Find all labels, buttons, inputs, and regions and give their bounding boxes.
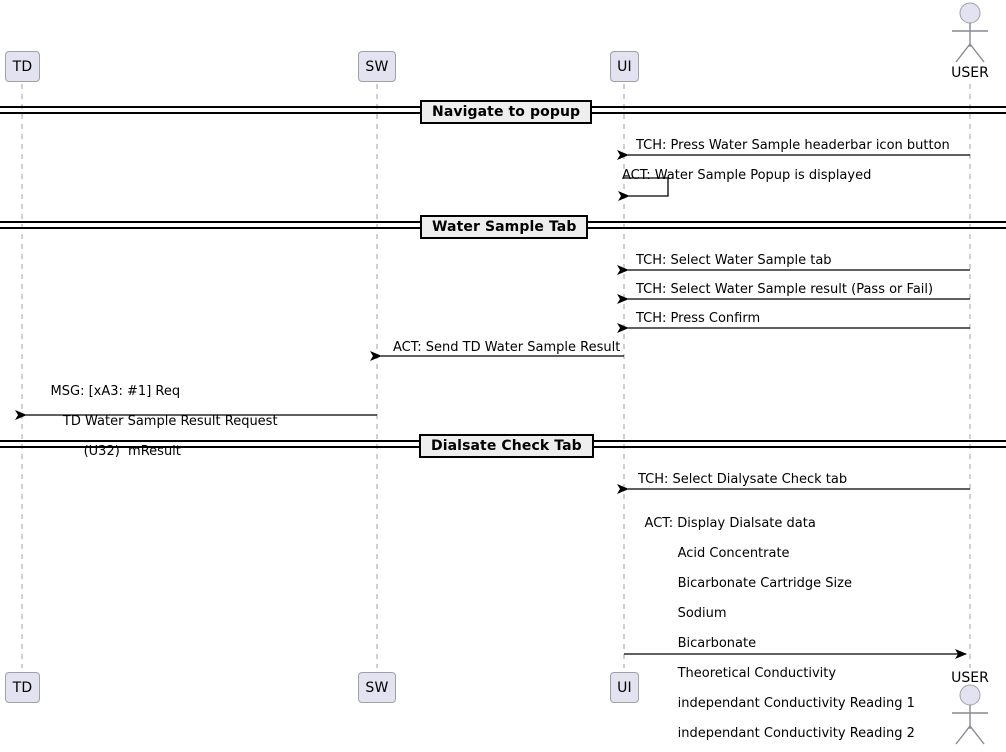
participant-label: SW xyxy=(365,679,389,696)
divider-label-text: Navigate to popup xyxy=(432,104,581,120)
msg-line-4: Sodium xyxy=(644,606,727,621)
message-label-press-water-sample-icon: TCH: Press Water Sample headerbar icon b… xyxy=(636,138,950,153)
message-label-display-dialysate-data: ACT: Display Dialsate data Acid Concentr… xyxy=(628,501,915,752)
actor-user-bottom xyxy=(952,684,988,745)
divider-dialsate-check-tab: Dialsate Check Tab xyxy=(419,434,594,458)
participant-ui-bottom[interactable]: UI xyxy=(610,672,639,703)
msg-line-1: ACT: Display Dialsate data xyxy=(644,516,816,531)
divider-label-text: Water Sample Tab xyxy=(432,219,577,235)
message-label-td-water-sample-result-request: MSG: [xA3: #1] Req TD Water Sample Resul… xyxy=(34,369,278,474)
message-label-select-water-sample-tab: TCH: Select Water Sample tab xyxy=(636,253,832,268)
msg-line-3: Bicarbonate Cartridge Size xyxy=(644,576,852,591)
participant-td-top[interactable]: TD xyxy=(5,51,40,82)
participant-label: UI xyxy=(617,58,632,75)
actor-leg-right xyxy=(969,725,985,745)
actor-user-top xyxy=(952,2,988,63)
participant-label: SW xyxy=(365,58,389,75)
msg-line-2: Acid Concentrate xyxy=(644,546,790,561)
divider-water-sample-tab: Water Sample Tab xyxy=(420,215,589,239)
msg-line-1: MSG: [xA3: #1] Req xyxy=(50,384,181,399)
divider-navigate-to-popup: Navigate to popup xyxy=(420,100,593,124)
participant-sw-top[interactable]: SW xyxy=(358,51,396,82)
participant-sw-bottom[interactable]: SW xyxy=(358,672,396,703)
participant-td-bottom[interactable]: TD xyxy=(5,672,40,703)
actor-leg-left xyxy=(955,725,971,745)
msg-line-5: Bicarbonate xyxy=(644,636,757,651)
actor-leg-left xyxy=(955,43,971,63)
actor-head-icon xyxy=(959,2,981,24)
actor-leg-right xyxy=(969,43,985,63)
participant-label: UI xyxy=(617,679,632,696)
message-label-send-td-water-sample-result: ACT: Send TD Water Sample Result xyxy=(393,340,621,355)
message-label-select-dialysate-check-tab: TCH: Select Dialysate Check tab xyxy=(638,472,848,487)
actor-label-user-bottom: USER xyxy=(951,670,989,686)
message-label-water-sample-popup-displayed: ACT: Water Sample Popup is displayed xyxy=(622,168,872,183)
divider-label-text: Dialsate Check Tab xyxy=(431,438,582,454)
actor-head-icon xyxy=(959,684,981,706)
participant-ui-top[interactable]: UI xyxy=(610,51,639,82)
msg-line-3: (U32) mResult xyxy=(50,444,181,459)
actor-label-user-top: USER xyxy=(951,65,989,81)
participant-label: TD xyxy=(12,679,33,696)
msg-line-7: independant Conductivity Reading 1 xyxy=(644,696,915,711)
participant-label: TD xyxy=(12,58,33,75)
message-label-select-water-sample-result: TCH: Select Water Sample result (Pass or… xyxy=(636,282,934,297)
msg-line-2: TD Water Sample Result Request xyxy=(50,414,278,429)
message-label-press-confirm: TCH: Press Confirm xyxy=(636,311,761,326)
msg-line-6: Theoretical Conductivity xyxy=(644,666,837,681)
msg-line-8: independant Conductivity Reading 2 xyxy=(644,726,915,741)
